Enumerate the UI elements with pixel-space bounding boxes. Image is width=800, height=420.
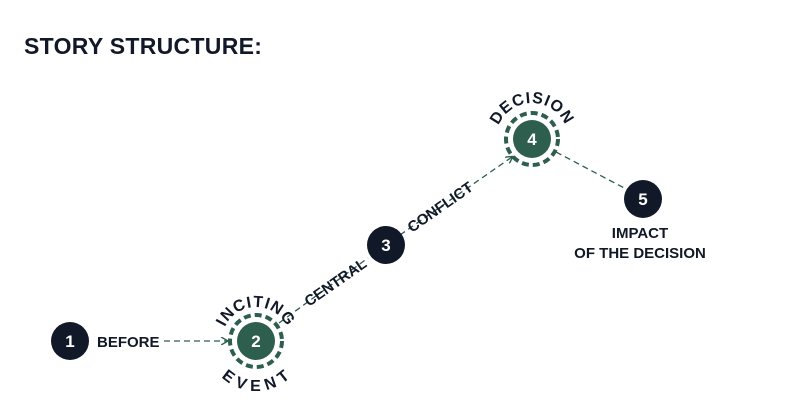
step-3-label-right: CONFLICT bbox=[405, 179, 477, 236]
step-5-number: 5 bbox=[638, 190, 647, 209]
step-3-number: 3 bbox=[381, 236, 390, 255]
step-2-number: 2 bbox=[251, 332, 260, 351]
step-5-label-line1: IMPACT bbox=[612, 225, 668, 242]
step-2-label-bottom: EVENT bbox=[219, 367, 294, 395]
step-4-number: 4 bbox=[527, 130, 537, 149]
connector-2-3 bbox=[278, 257, 369, 324]
step-3-label-left: CENTRAL bbox=[302, 255, 370, 310]
step-1-node: 1 bbox=[51, 322, 89, 360]
connector-4-5 bbox=[555, 151, 629, 191]
step-5-label-line2: OF THE DECISION bbox=[574, 245, 706, 262]
diagram-title: STORY STRUCTURE: bbox=[24, 33, 263, 59]
step-3-node: 3 bbox=[367, 226, 405, 264]
step-1-number: 1 bbox=[65, 332, 74, 351]
step-2-node: 2 bbox=[228, 313, 284, 369]
step-4-node: 4 bbox=[504, 111, 560, 167]
connector-3-4 bbox=[399, 157, 512, 236]
step-5-node: 5 bbox=[624, 180, 662, 218]
step-1-label: BEFORE bbox=[97, 334, 160, 351]
